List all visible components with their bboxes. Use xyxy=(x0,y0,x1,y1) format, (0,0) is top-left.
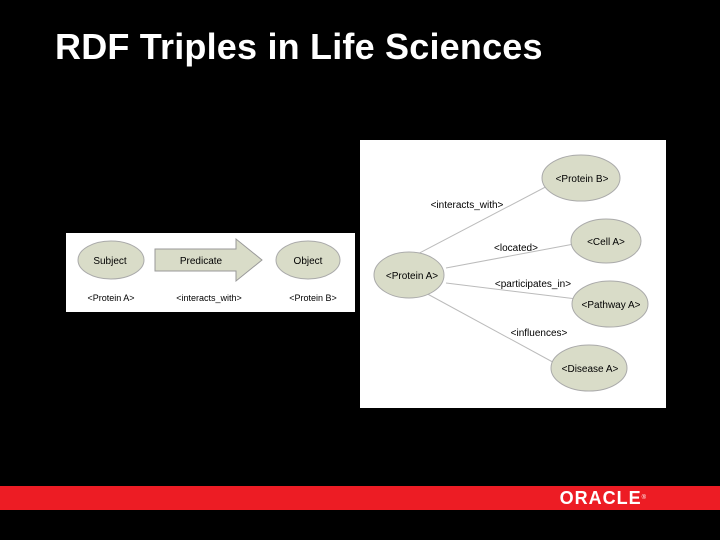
oracle-logo-text: ORACLE xyxy=(559,488,642,508)
edge-label-participates-in: <participates_in> xyxy=(495,279,571,290)
disease-a-label: <Disease A> xyxy=(562,364,619,375)
example-object: <Protein B> xyxy=(289,293,337,303)
disease-a-node xyxy=(550,344,628,392)
edge-interacts-with xyxy=(409,181,556,259)
rdf-graph: <Protein A> <Protein B> <Cell A> <Pathwa… xyxy=(360,140,666,408)
edge-label-located: <located> xyxy=(494,243,538,254)
pathway-a-label: <Pathway A> xyxy=(582,300,641,311)
cell-a-label: <Cell A> xyxy=(587,237,625,248)
example-subject: <Protein A> xyxy=(87,293,134,303)
subject-label: Subject xyxy=(93,256,127,267)
subject-node xyxy=(77,240,145,280)
rdf-graph-svg: <Protein A> <Protein B> <Cell A> <Pathwa… xyxy=(373,154,649,392)
edge-located xyxy=(445,243,575,269)
edge-label-interacts-with: <interacts_with> xyxy=(431,200,504,211)
object-label: Object xyxy=(294,256,323,267)
footer-bar xyxy=(0,486,720,510)
predicate-label: Predicate xyxy=(180,256,223,267)
protein-b-label: <Protein B> xyxy=(556,174,609,185)
pathway-a-node xyxy=(571,280,649,328)
protein-b-node xyxy=(541,154,621,202)
center-node xyxy=(373,251,445,299)
slide-title: RDF Triples in Life Sciences xyxy=(55,26,543,67)
predicate-arrow xyxy=(154,237,263,283)
registered-mark: ® xyxy=(641,495,646,501)
cell-a-node xyxy=(570,218,642,264)
triple-diagram: Subject Predicate Object <Protein A> <in… xyxy=(66,233,355,312)
object-node xyxy=(275,240,341,280)
center-node-label: <Protein A> xyxy=(386,271,438,282)
edge-participates-in xyxy=(445,282,586,301)
triple-diagram-svg: Subject Predicate Object <Protein A> <in… xyxy=(77,237,341,303)
edge-influences xyxy=(421,290,561,367)
example-predicate: <interacts_with> xyxy=(176,293,242,303)
oracle-logo: ORACLE® xyxy=(560,489,646,507)
edge-label-influences: <influences> xyxy=(511,328,568,339)
